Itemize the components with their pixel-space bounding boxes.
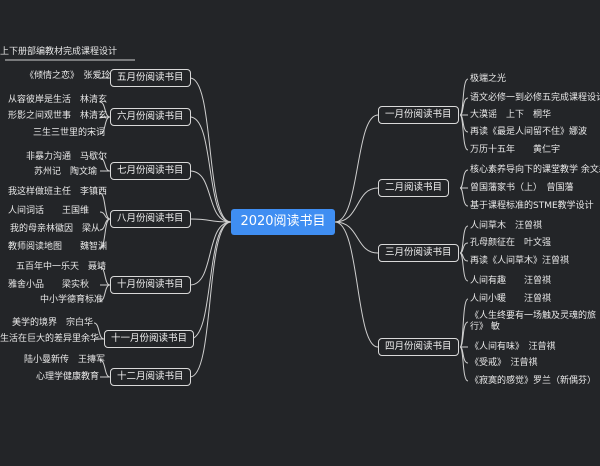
month-node-jul[interactable]: 七月份阅读书目 [110,162,191,180]
leaf-left-top[interactable]: 上下册部编教材完成课程设计 [0,47,118,57]
leaf-jan-1[interactable]: 语文必修一到必修五完成课程设计 [470,93,600,103]
leaf-aug-1[interactable]: 人间词话 王国维 [8,206,90,216]
leaf-apr-0[interactable]: 人间小暖 汪曾祺 [470,294,552,304]
month-node-mar[interactable]: 三月份阅读书目 [378,244,459,262]
link-feb-0 [459,169,469,189]
link-aug-3 [99,218,111,249]
leaf-jan-3[interactable]: 再读《最是人间留不住》娜波 [470,127,588,137]
month-node-oct[interactable]: 十月份阅读书目 [110,276,191,294]
leaf-mar-3[interactable]: 人间有趣 汪曾祺 [470,276,552,286]
link-oct-2 [99,284,111,302]
link-jan-0 [459,78,469,116]
leaf-nov-1[interactable]: 生活在巨大的差异里余华 [0,334,100,344]
link-root-nov [189,221,232,340]
leaf-mar-1[interactable]: 孔母颜征在 叶文强 [470,238,552,248]
leaf-feb-0[interactable]: 核心素养导向下的课堂教学 余文森 [470,165,600,175]
leaf-jan-0[interactable]: 极端之光 [470,74,507,84]
leaf-feb-1[interactable]: 曾国藩家书（上） 曾国藩 [470,183,574,193]
link-feb-2 [459,187,469,207]
link-root-feb [334,187,379,223]
link-oct-0 [99,266,111,286]
leaf-nov-0[interactable]: 美学的境界 宗白华 [12,318,94,328]
leaf-jun-2[interactable]: 三生三世里的宋词 [33,128,106,138]
link-jan-4 [459,114,469,151]
leaf-aug-0[interactable]: 我这样做班主任 李镇西 [8,187,108,197]
leaf-aug-3[interactable]: 教师阅读地图 魏智渊 [8,242,108,252]
link-mar-0 [459,225,469,254]
link-root-oct [189,221,232,286]
leaf-oct-2[interactable]: 中小学德育标准 [40,295,104,305]
leaf-aug-2[interactable]: 我的母亲林徽因 梁从 [10,224,101,234]
link-jun-2 [99,116,111,135]
leaf-oct-0[interactable]: 五百年中一乐天 聂靖 [16,262,107,272]
leaf-jan-4[interactable]: 万历十五年 黄仁宇 [470,145,561,155]
leaf-jul-1[interactable]: 苏州记 陶文瑜 [34,167,98,177]
month-node-may[interactable]: 五月份阅读书目 [110,69,191,87]
link-apr-4 [459,346,469,382]
leaf-dec-1[interactable]: 心理学健康教育 [36,372,100,382]
link-root-jul [189,170,232,223]
month-node-feb[interactable]: 二月阅读书目 [378,179,450,197]
leaf-mar-0[interactable]: 人间草木 汪曾祺 [470,221,543,231]
month-node-aug[interactable]: 八月份阅读书目 [110,210,191,228]
leaf-oct-1[interactable]: 雅舍小品 梁实秋 [8,280,90,290]
leaf-apr-3[interactable]: 《受戒》 汪曾祺 [470,358,538,368]
link-root-dec [189,221,232,378]
leaf-may-0[interactable]: 《倾情之恋》 张爱玲 [25,71,111,81]
month-node-jan[interactable]: 一月份阅读书目 [378,106,459,124]
leaf-mar-2[interactable]: 再读《人间草木》汪曾祺 [470,256,570,266]
leaf-apr-4[interactable]: 《寂寞的感觉》罗兰（新偶芬） [470,376,597,386]
link-root-mar [334,221,379,254]
month-node-dec[interactable]: 十二月阅读书目 [110,368,191,386]
leaf-jan-2[interactable]: 大漠谣 上下 桐华 [470,110,552,120]
root-node[interactable]: 2020阅读书目 [231,209,335,235]
leaf-jun-0[interactable]: 从容彼岸是生活 林清玄 [8,95,108,105]
link-root-jan [334,114,379,223]
link-mar-3 [459,252,469,282]
leaf-apr-2[interactable]: 《人间有味》 汪曾祺 [470,342,556,352]
link-aug-0 [99,192,111,220]
leaf-jul-0[interactable]: 非暴力沟通 马歇尔 [26,152,108,162]
month-node-jun[interactable]: 六月份阅读书目 [110,108,191,126]
month-node-nov[interactable]: 十一月份阅读书目 [104,330,195,348]
leaf-dec-0[interactable]: 陆小曼新传 王摶军 [24,355,106,365]
link-root-apr [334,221,379,348]
leaf-feb-2[interactable]: 基于课程标准的STME教学设计 [470,201,594,211]
leaf-apr-1[interactable]: 《人生终要有一场触及灵魂的旅行》 敏 [470,311,597,332]
month-node-apr[interactable]: 四月份阅读书目 [378,338,459,356]
link-root-jun [189,116,232,223]
link-apr-1 [459,321,469,348]
link-root-aug [189,218,232,223]
leaf-jun-1[interactable]: 形影之间观世事 林清玄 [8,111,108,121]
link-root-may [189,77,232,223]
